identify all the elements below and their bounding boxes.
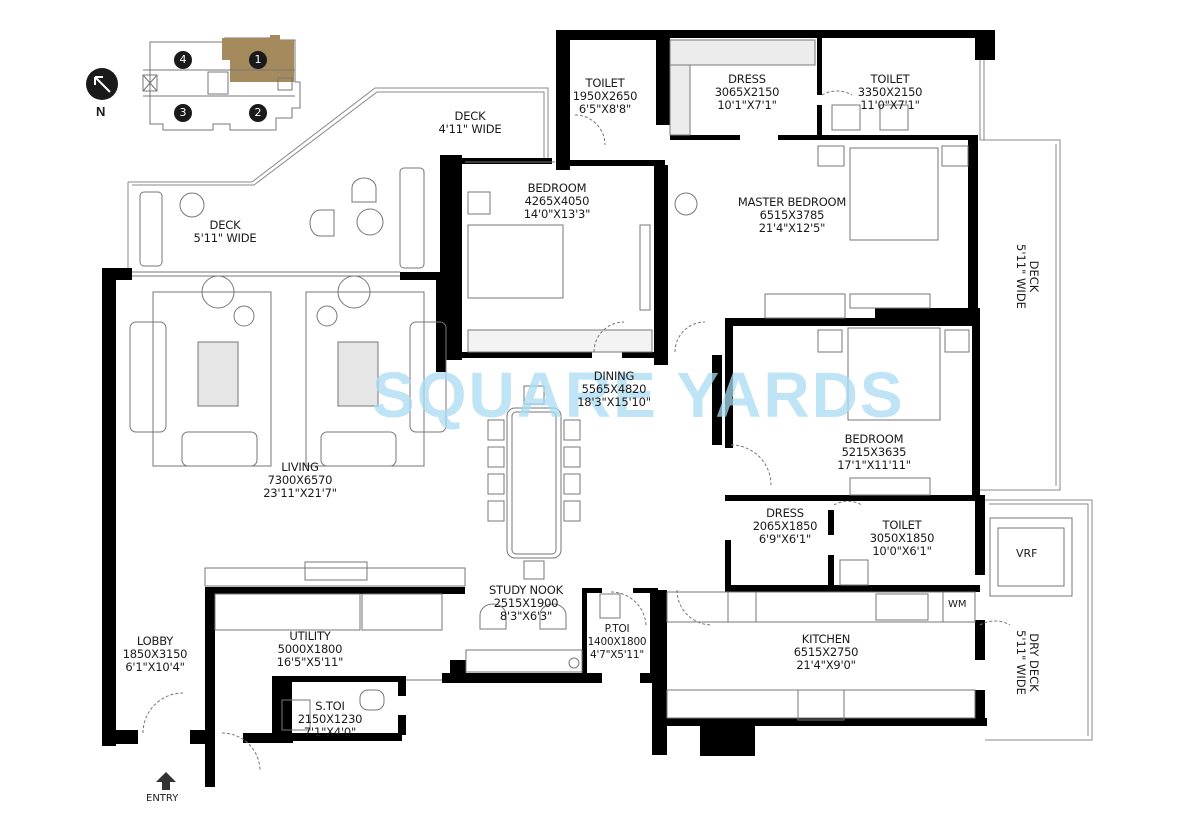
room-lobby: LOBBY 1850X3150 6'1"X10'4" [122, 634, 188, 674]
room-dining: DINING 5565X4820 18'3"X15'10" [577, 369, 651, 409]
room-utility: UTILITY 5000X1800 16'5"X5'11" [276, 629, 344, 669]
room-study-nook: STUDY NOOK 2515X1900 8'3"X6'3" [489, 583, 563, 623]
north-arrow-icon [86, 68, 118, 100]
room-master-bedroom: MASTER BEDROOM 6515X3785 21'4"X12'5" [737, 195, 847, 235]
walls [102, 30, 995, 787]
room-bedroom-1: BEDROOM 4265X4050 14'0"X13'3" [523, 181, 591, 221]
room-bedroom-2: BEDROOM 5215X3635 17'1"X11'11" [837, 432, 911, 472]
room-deck-right: DECK 5'11" WIDE [1014, 244, 1041, 309]
room-living: LIVING 7300X6570 23'11"X21'7" [263, 460, 337, 500]
room-deck-top: DECK 4'11" WIDE [438, 109, 502, 136]
deck-outlines [127, 48, 1093, 741]
keyplan-unit-4: 4 [174, 51, 192, 69]
room-dress-1: DRESS 3065X2150 10'1"X7'1" [714, 72, 780, 112]
room-kitchen: KITCHEN 6515X2750 21'4"X9'0" [793, 632, 859, 672]
north-label: N [96, 104, 106, 119]
room-deck-left: DECK 5'11" WIDE [193, 218, 257, 245]
room-dry-deck: DRY DECK 5'11" WIDE [1014, 630, 1041, 695]
room-toilet-1: TOILET 1950X2650 6'5"X8'8" [572, 76, 638, 116]
washing-machine-label: WM [948, 599, 967, 610]
key-plan [142, 35, 301, 131]
entry-label: ENTRY [146, 793, 179, 804]
entry-arrow-icon [156, 772, 176, 790]
room-p-toi: P.TOI 1400X1800 4'7"X5'11" [587, 623, 647, 661]
room-toilet-3: TOILET 3050X1850 10'0"X6'1" [869, 518, 935, 558]
keyplan-unit-2: 2 [249, 104, 267, 122]
room-dress-2: DRESS 2065X1850 6'9"X6'1" [752, 506, 818, 546]
furniture [129, 39, 1073, 772]
room-s-toi: S.TOI 2150X1230 7'1"X4'0" [297, 699, 363, 739]
room-toilet-2: TOILET 3350X2150 11'0"X7'1" [857, 72, 923, 112]
keyplan-unit-3: 3 [174, 104, 192, 122]
vrf-label: VRF [1016, 547, 1038, 560]
keyplan-unit-1: 1 [249, 51, 267, 69]
